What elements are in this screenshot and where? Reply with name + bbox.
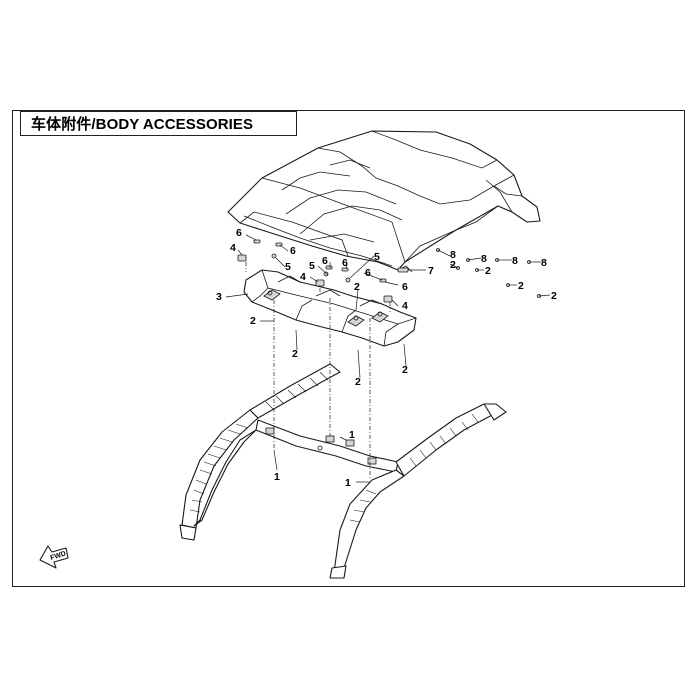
- callout-2: 2: [250, 315, 256, 327]
- callout-6: 6: [402, 281, 408, 293]
- diagram-frame: [12, 110, 685, 587]
- callout-1: 1: [274, 471, 280, 483]
- callout-3: 3: [216, 291, 222, 303]
- roof-panel: [227, 130, 541, 273]
- callout-8: 8: [450, 249, 456, 261]
- callout-2: 2: [292, 348, 298, 360]
- page-title: 车体附件/BODY ACCESSORIES: [31, 116, 254, 133]
- callout-8: 8: [481, 253, 487, 265]
- callout-4: 4: [402, 300, 408, 312]
- fwd-arrow-icon: FWD: [39, 545, 69, 569]
- roll-cage: [179, 363, 507, 579]
- callout-5: 5: [309, 260, 315, 272]
- callout-8: 8: [512, 255, 518, 267]
- callout-2: 2: [551, 290, 557, 302]
- callout-5: 5: [285, 261, 291, 273]
- callout-6: 6: [290, 245, 296, 257]
- callout-4: 4: [300, 271, 306, 283]
- callout-6: 6: [322, 255, 328, 267]
- callout-1: 1: [349, 429, 355, 441]
- assembly-lines: [245, 262, 391, 478]
- callout-6: 6: [365, 267, 371, 279]
- leader-lines: [225, 234, 551, 483]
- callout-4: 4: [230, 242, 236, 254]
- callout-7: 7: [428, 265, 434, 277]
- callout-2: 2: [518, 280, 524, 292]
- callout-2: 2: [354, 281, 360, 293]
- callout-1: 1: [345, 477, 351, 489]
- callout-2: 2: [485, 265, 491, 277]
- callout-8: 8: [541, 257, 547, 269]
- callout-2: 2: [402, 364, 408, 376]
- callout-2: 2: [355, 376, 361, 388]
- callout-6: 6: [342, 257, 348, 269]
- callout-6: 6: [236, 227, 242, 239]
- callout-5: 5: [374, 251, 380, 263]
- callouts: 6 4 6 5 5 6 6 4 5 6 6 4 3 2 2 2 2 2 7 8 …: [216, 227, 557, 489]
- callout-2: 2: [450, 259, 456, 271]
- fwd-label: FWD: [50, 550, 67, 562]
- title-box: 车体附件/BODY ACCESSORIES: [20, 111, 297, 136]
